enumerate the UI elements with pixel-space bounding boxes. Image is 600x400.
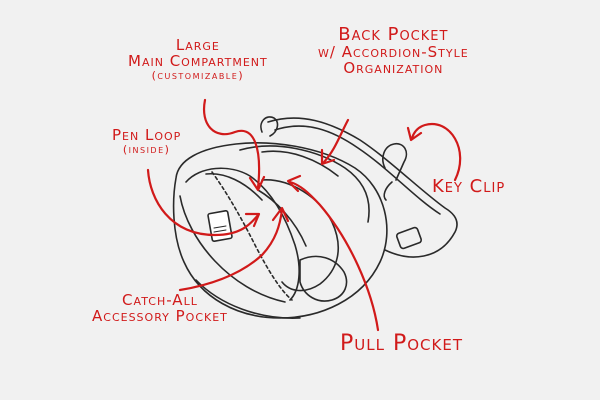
label-pen-loop: Pen Loop (inside) — [112, 126, 182, 156]
label-main-compartment-line3: (customizable) — [151, 68, 245, 82]
zipper — [211, 171, 293, 301]
label-pen-loop-line1: Pen Loop — [112, 126, 182, 144]
label-main-compartment: Large Main Compartment (customizable) — [128, 36, 268, 82]
bag-body-outer — [172, 142, 388, 319]
label-catch-all-line1: Catch-All — [122, 291, 198, 309]
pull-pocket-shape — [299, 255, 348, 302]
arrow-catch-all — [178, 208, 284, 292]
key-clip-shape — [382, 142, 408, 181]
arrow-key-clip — [410, 122, 462, 182]
arrow-main-compartment — [202, 98, 261, 190]
label-back-pocket-line1: Back Pocket — [338, 24, 449, 45]
back-pocket-edge — [239, 145, 370, 223]
label-back-pocket-line2: w/ Accordion-Style — [318, 42, 469, 61]
top-loop — [260, 116, 279, 137]
label-catch-all: Catch-All Accessory Pocket — [92, 291, 228, 325]
arrow-pen-loop — [146, 168, 260, 237]
label-key-clip-line1: Key Clip — [432, 176, 506, 197]
label-back-pocket: Back Pocket w/ Accordion-Style Organizat… — [318, 24, 469, 77]
label-main-compartment-line2: Main Compartment — [128, 51, 268, 70]
label-back-pocket-line3: Organization — [343, 58, 444, 77]
label-catch-all-line2: Accessory Pocket — [92, 306, 228, 325]
label-pull-pocket-line1: Pull Pocket — [340, 331, 463, 356]
brand-patch — [207, 209, 233, 243]
strap-buckle — [395, 226, 423, 250]
label-key-clip: Key Clip — [432, 176, 506, 197]
label-pull-pocket: Pull Pocket — [340, 332, 463, 355]
strap — [267, 117, 458, 258]
arrow-pull-pocket — [288, 180, 380, 332]
label-main-compartment-line1: Large — [175, 36, 220, 54]
main-compartment-opening — [261, 179, 340, 292]
arrow-back-pocket — [322, 118, 350, 164]
label-pen-loop-line2: (inside) — [122, 142, 171, 156]
